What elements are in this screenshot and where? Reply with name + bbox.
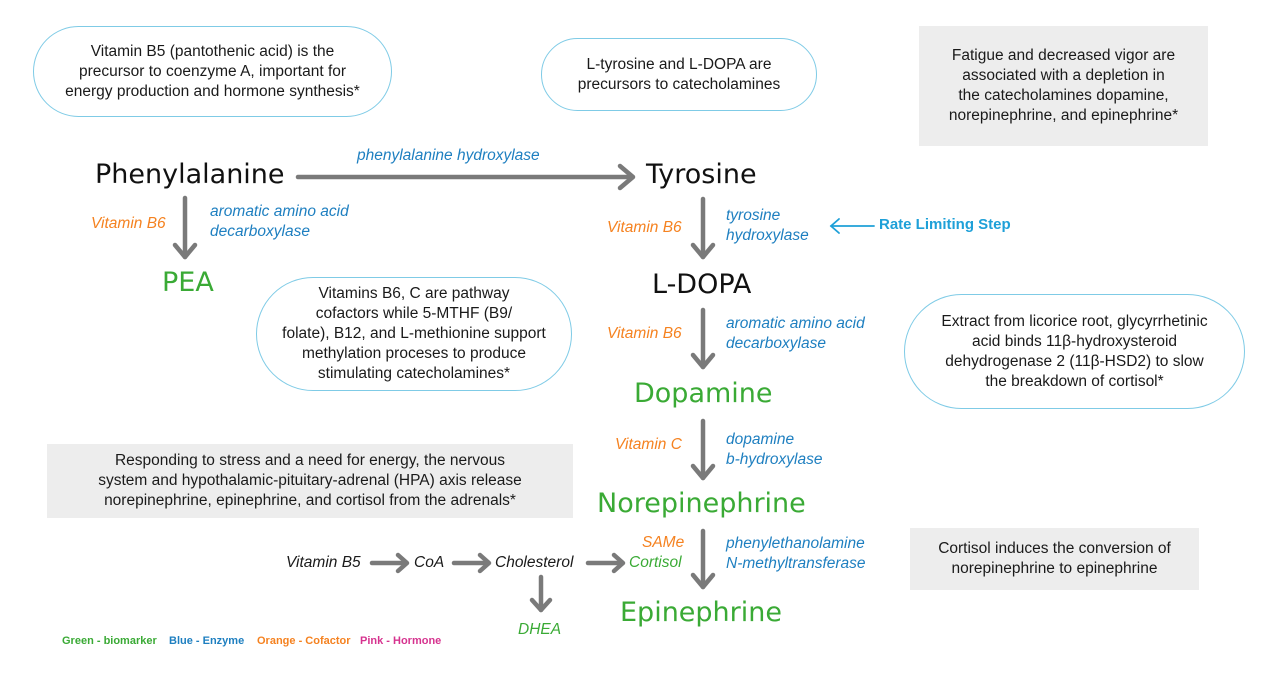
cofactor-same: SAMe: [642, 534, 685, 551]
arrow-b5-to-coa: [369, 552, 410, 574]
note-line: norepinephrine to epinephrine: [951, 560, 1158, 577]
enzyme-dopamine-b-hydroxylase: dopamine b-hydroxylase: [726, 430, 823, 470]
arrow-cholesterol-to-dhea: [529, 574, 553, 613]
enzyme-line: hydroxylase: [726, 227, 809, 244]
molecule-pea: PEA: [162, 267, 214, 298]
enzyme-line: b-hydroxylase: [726, 451, 823, 468]
note-line: Cortisol induces the conversion of: [938, 540, 1171, 557]
note-line: Extract from licorice root, glycyrrhetin…: [941, 312, 1208, 330]
legend-biomarker: Green - biomarker: [62, 635, 157, 647]
legend-enzyme: Blue - Enzyme: [169, 635, 245, 647]
enzyme-line: decarboxylase: [726, 335, 826, 352]
molecule-dopamine: Dopamine: [634, 378, 773, 409]
arrow-phe-to-tyr: [295, 163, 636, 191]
enzyme-pnmt: phenylethanolamine N-methyltransferase: [726, 534, 866, 574]
note-cofactors: Vitamins B6, C are pathway cofactors whi…: [256, 277, 572, 391]
arrow-ldopa-to-dopamine: [690, 307, 716, 370]
molecule-tyrosine: Tyrosine: [646, 159, 757, 190]
note-line: precursor to coenzyme A, important for: [78, 62, 347, 80]
enzyme-aadc-pea: aromatic amino acid decarboxylase: [210, 202, 349, 242]
enzyme-tyrosine-hydroxylase: tyrosine hydroxylase: [726, 206, 809, 246]
note-line: methylation proceses to produce: [301, 345, 526, 362]
arrow-ne-to-epi: [690, 528, 716, 590]
legend-hormone: Pink - Hormone: [360, 635, 442, 647]
arrow-coa-to-cholesterol: [451, 552, 492, 574]
enzyme-phenylalanine-hydroxylase: phenylalanine hydroxylase: [357, 147, 540, 164]
molecule-phenylalanine: Phenylalanine: [95, 159, 285, 190]
note-fatigue: Fatigue and decreased vigor are associat…: [919, 26, 1208, 146]
note-line: Responding to stress and a need for ener…: [114, 452, 506, 469]
cofactor-b6-pea: Vitamin B6: [91, 215, 166, 232]
note-line: acid binds 11β-hydroxysteroid: [971, 332, 1178, 350]
cofactor-vitamin-c: Vitamin C: [615, 436, 682, 453]
note-vitamin-b5: Vitamin B5 (pantothenic acid) is the pre…: [33, 26, 392, 117]
note-line: dehydrogenase 2 (11β-HSD2) to slow: [945, 352, 1204, 370]
note-line: energy production and hormone synthesis*: [65, 82, 360, 100]
cofactor-b6-ldopa: Vitamin B6: [607, 325, 682, 342]
arrow-tyr-to-ldopa: [690, 196, 716, 260]
rate-limiting-arrow: [829, 218, 875, 234]
note-precursors: L-tyrosine and L-DOPA are precursors to …: [541, 38, 817, 111]
note-line: the catecholamines dopamine,: [958, 87, 1169, 104]
note-line: Vitamin B5 (pantothenic acid) is the: [90, 42, 335, 60]
arrow-phe-to-pea: [172, 195, 198, 260]
note-licorice: Extract from licorice root, glycyrrhetin…: [904, 294, 1245, 409]
arrow-dopamine-to-ne: [690, 418, 716, 481]
molecule-ldopa: L-DOPA: [652, 269, 752, 300]
note-line: norepinephrine, epinephrine, and cortiso…: [104, 492, 516, 509]
note-line: associated with a depletion in: [962, 67, 1165, 84]
molecule-norepinephrine: Norepinephrine: [597, 488, 806, 519]
enzyme-aadc-dopa: aromatic amino acid decarboxylase: [726, 314, 865, 354]
note-line: folate), B12, and L-methionine support: [282, 325, 546, 342]
note-line: system and hypothalamic-pituitary-adrena…: [98, 472, 522, 489]
side-coa: CoA: [414, 554, 445, 571]
legend-cofactor: Orange - Cofactor: [257, 635, 351, 647]
side-dhea: DHEA: [518, 621, 562, 638]
enzyme-line: aromatic amino acid: [210, 203, 349, 220]
enzyme-line: tyrosine: [726, 207, 781, 224]
note-line: stimulating catecholamines*: [317, 365, 511, 382]
side-vitamin-b5: Vitamin B5: [286, 554, 361, 571]
note-line: cofactors while 5-MTHF (B9/: [315, 305, 513, 322]
rate-limiting-label: Rate Limiting Step: [879, 216, 1011, 233]
note-line: L-tyrosine and L-DOPA are: [586, 55, 772, 73]
enzyme-line: decarboxylase: [210, 223, 310, 240]
enzyme-line: dopamine: [726, 431, 795, 448]
side-cholesterol: Cholesterol: [495, 554, 574, 571]
cofactor-b6-tyrosine: Vitamin B6: [607, 219, 682, 236]
note-line: precursors to catecholamines: [577, 75, 781, 93]
note-line: the breakdown of cortisol*: [985, 372, 1164, 390]
note-line: Vitamins B6, C are pathway: [318, 285, 510, 302]
enzyme-line: aromatic amino acid: [726, 315, 865, 332]
note-line: norepinephrine, and epinephrine*: [948, 107, 1179, 124]
enzyme-line: phenylethanolamine: [726, 535, 865, 552]
note-cortisol: Cortisol induces the conversion of norep…: [910, 528, 1199, 590]
molecule-epinephrine: Epinephrine: [620, 597, 782, 628]
note-stress: Responding to stress and a need for ener…: [47, 444, 573, 518]
note-line: Fatigue and decreased vigor are: [951, 47, 1176, 64]
arrow-cholesterol-to-cortisol: [585, 552, 626, 574]
enzyme-line: N-methyltransferase: [726, 555, 866, 572]
side-cortisol: Cortisol: [629, 554, 682, 571]
